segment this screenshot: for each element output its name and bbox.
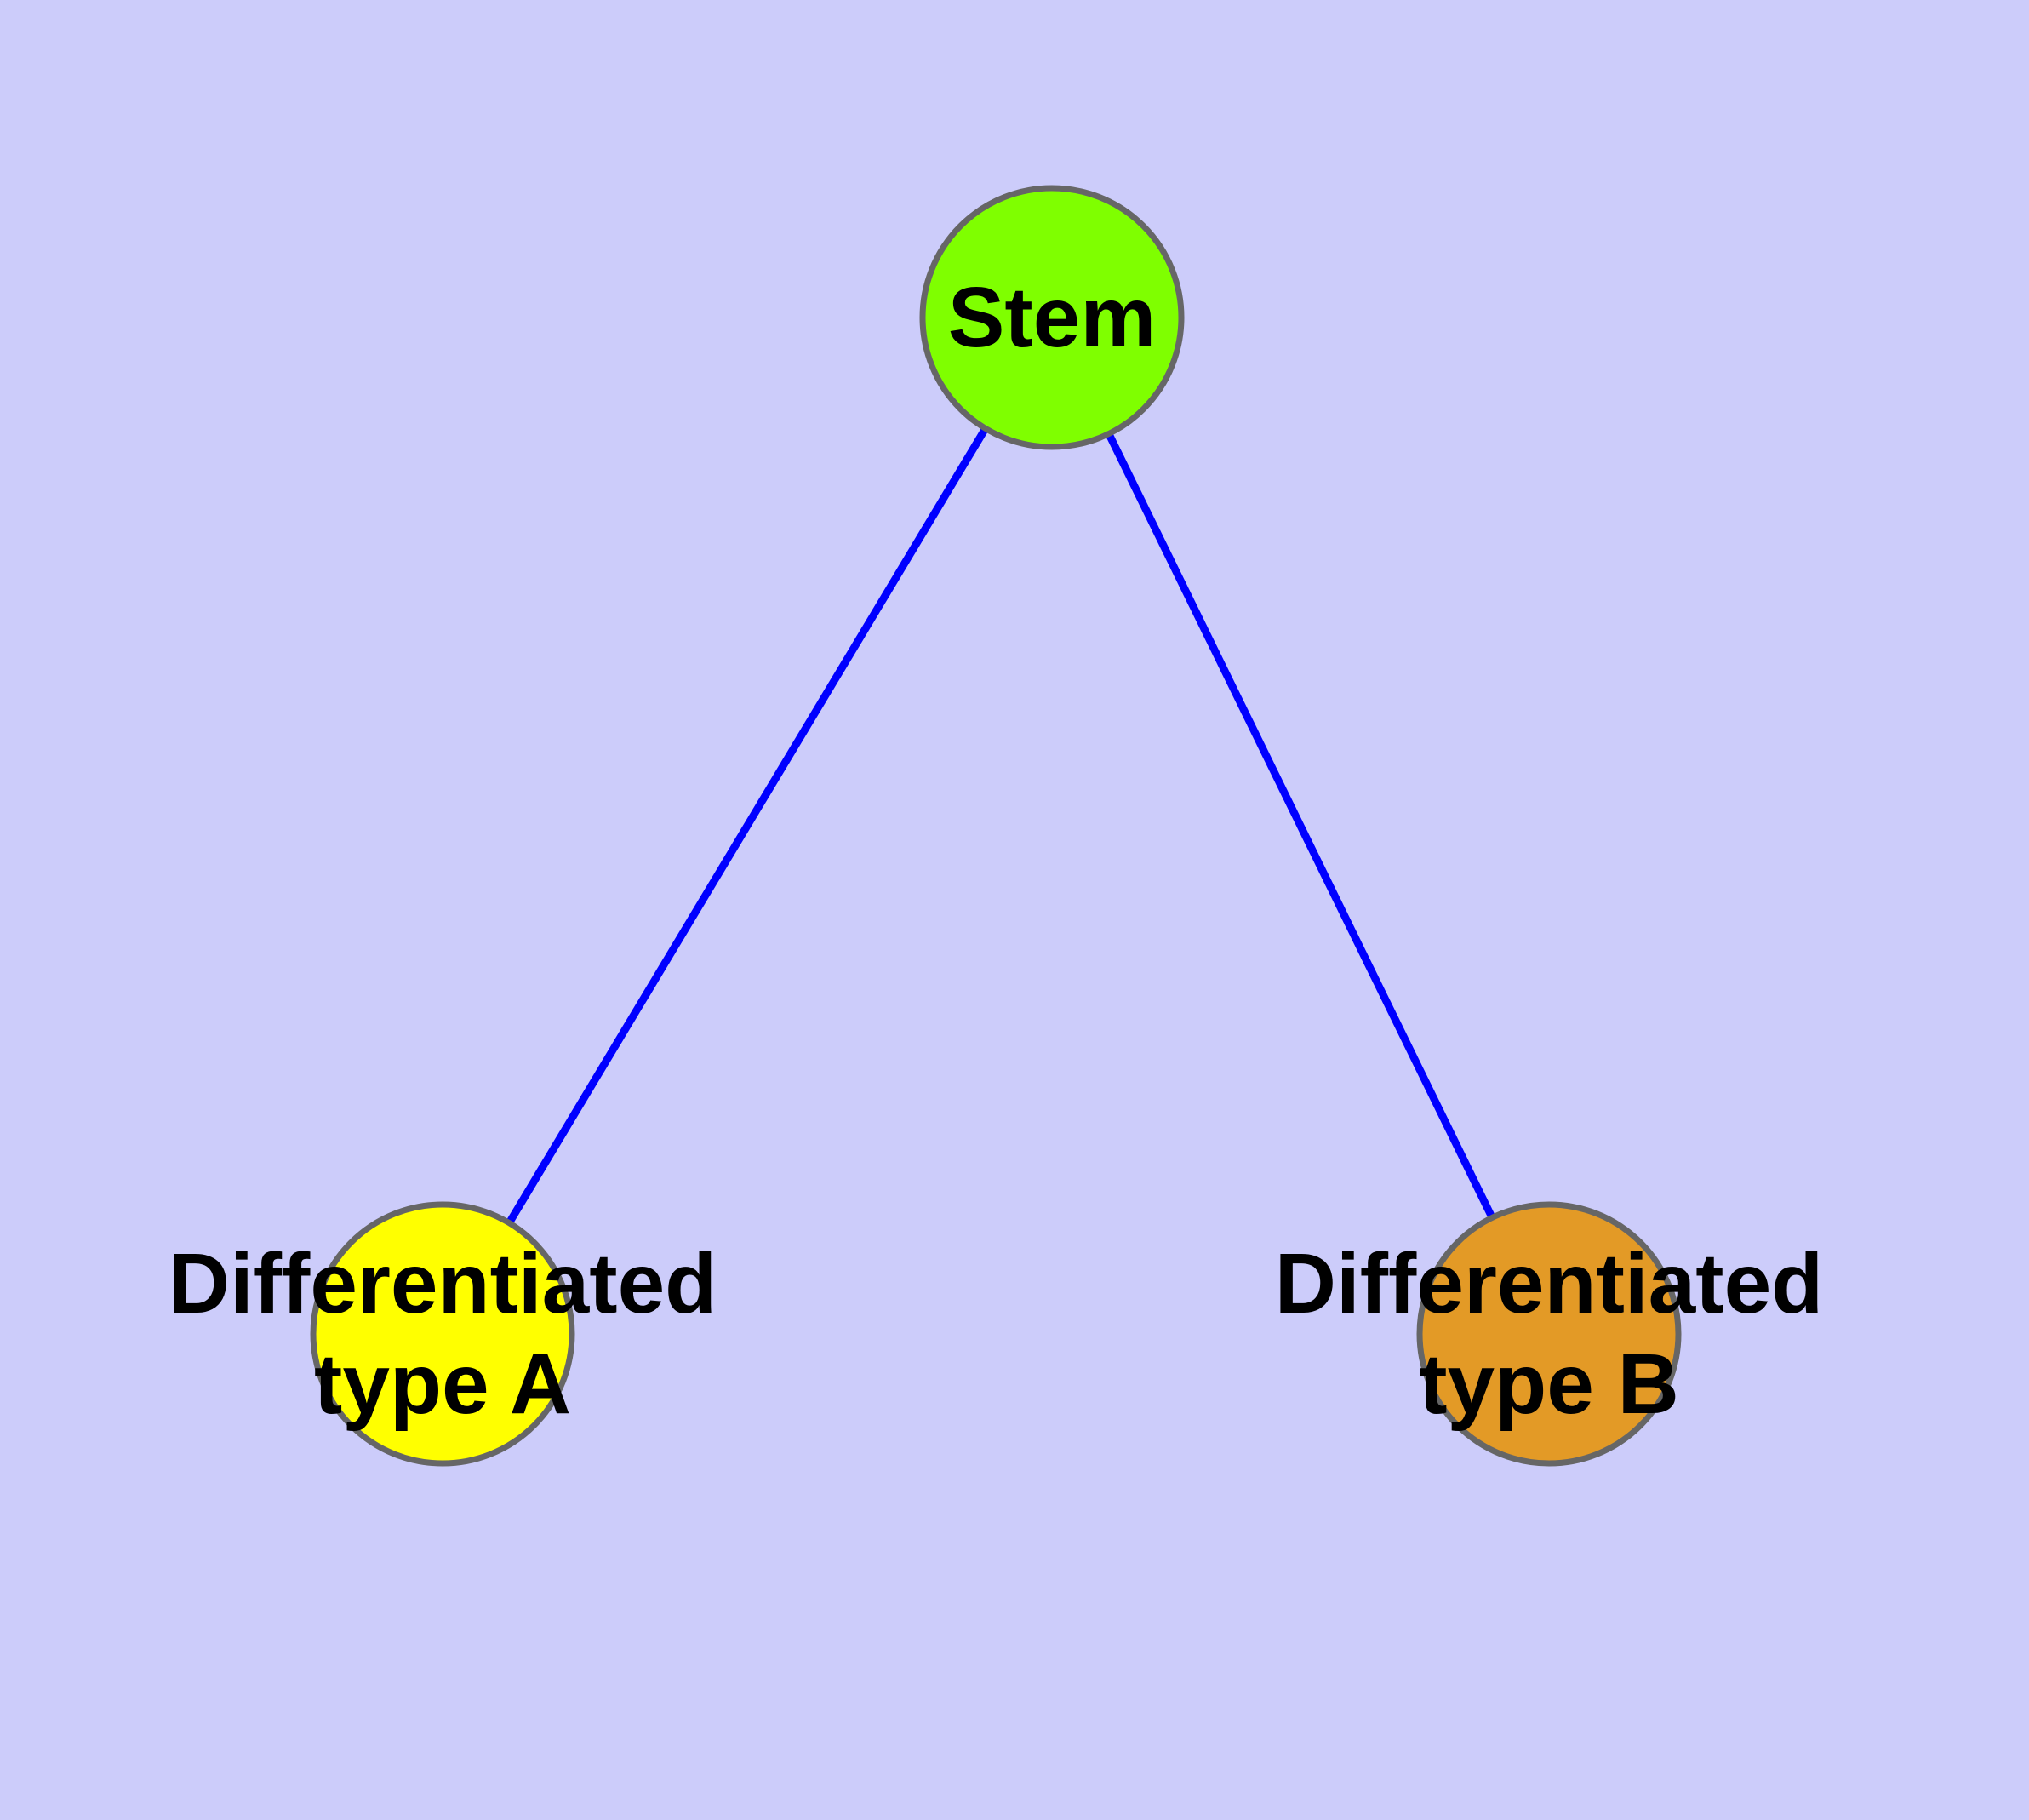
node-label-line: type A xyxy=(314,1336,571,1432)
edge-layer xyxy=(506,426,1496,1225)
node-circle-stem[interactable] xyxy=(919,185,1185,450)
edge-stem-to-differentiated-type-b[interactable] xyxy=(1105,432,1496,1220)
node-label-line: type B xyxy=(1419,1336,1679,1432)
edge-stem-to-differentiated-type-a[interactable] xyxy=(506,426,989,1225)
node-label-line: Differentiated xyxy=(1275,1236,1824,1331)
node-circle-differentiated-type-a[interactable] xyxy=(310,1201,575,1467)
node-circle-differentiated-type-b[interactable] xyxy=(1416,1201,1682,1467)
node-layer xyxy=(310,185,1682,1467)
node-label-stem: Stem xyxy=(948,270,1157,365)
node-label-line: Stem xyxy=(948,270,1157,365)
node-label-line: Differentiated xyxy=(169,1236,717,1331)
